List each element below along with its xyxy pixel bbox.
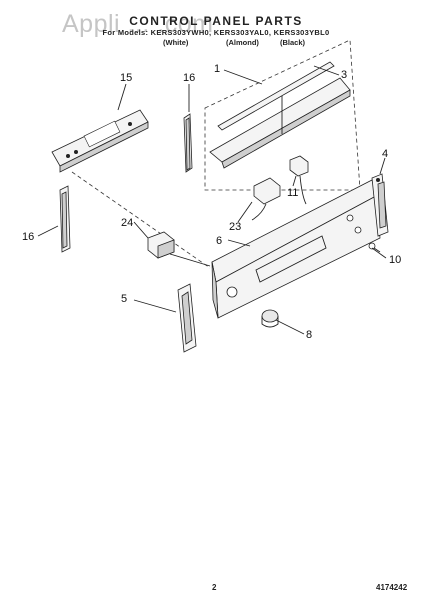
screw-part (368, 242, 381, 253)
leader-24 (133, 221, 149, 239)
document-number: 4174242 (376, 583, 408, 592)
leader-1 (223, 69, 263, 85)
model-list: For Models: KERS303YWH0, KERS303YAL0, KE… (102, 28, 330, 37)
trim-strip-part (209, 61, 351, 169)
callout-16-upper: 16 (183, 72, 195, 84)
leader-6 (227, 239, 251, 247)
callout-16-lower: 16 (22, 231, 34, 243)
assembly-guide-line (71, 171, 211, 269)
callout-6: 6 (216, 235, 222, 247)
end-panel-part (177, 283, 197, 353)
callout-23: 23 (229, 221, 241, 233)
switch-parts (251, 155, 309, 221)
callout-5: 5 (121, 293, 127, 305)
color-black: (Black) (280, 38, 306, 47)
callout-24: 24 (121, 217, 133, 229)
callout-4: 4 (382, 148, 388, 160)
color-white: (White) (163, 38, 189, 47)
leader-16-lower (37, 225, 59, 237)
callout-1: 1 (214, 63, 220, 75)
leader-5 (133, 299, 177, 313)
side-bracket-part (371, 173, 389, 237)
watermark: Appli ... .com (62, 10, 214, 38)
leader-15 (117, 83, 127, 111)
color-almond: (Almond) (226, 38, 259, 47)
knob-part (261, 309, 279, 328)
callout-15: 15 (120, 72, 132, 84)
callout-11: 11 (287, 187, 298, 199)
control-panel-face-part (51, 109, 149, 173)
end-cap-lower-part (59, 185, 71, 253)
leader-8 (275, 319, 305, 335)
transformer-part (147, 231, 175, 259)
leader-11 (292, 175, 297, 187)
leader-23 (237, 201, 253, 223)
leader-4 (379, 157, 386, 175)
control-panel-body-part (211, 179, 381, 319)
leader-3 (313, 65, 340, 76)
diagram-title: CONTROL PANEL PARTS (129, 14, 303, 28)
page-number: 2 (212, 583, 217, 592)
leader-24-to-panel (169, 253, 211, 267)
leader-10 (371, 247, 387, 259)
callout-8: 8 (306, 329, 312, 341)
end-cap-upper-part (183, 113, 193, 173)
callout-10: 10 (389, 254, 401, 266)
callout-3: 3 (341, 69, 347, 81)
